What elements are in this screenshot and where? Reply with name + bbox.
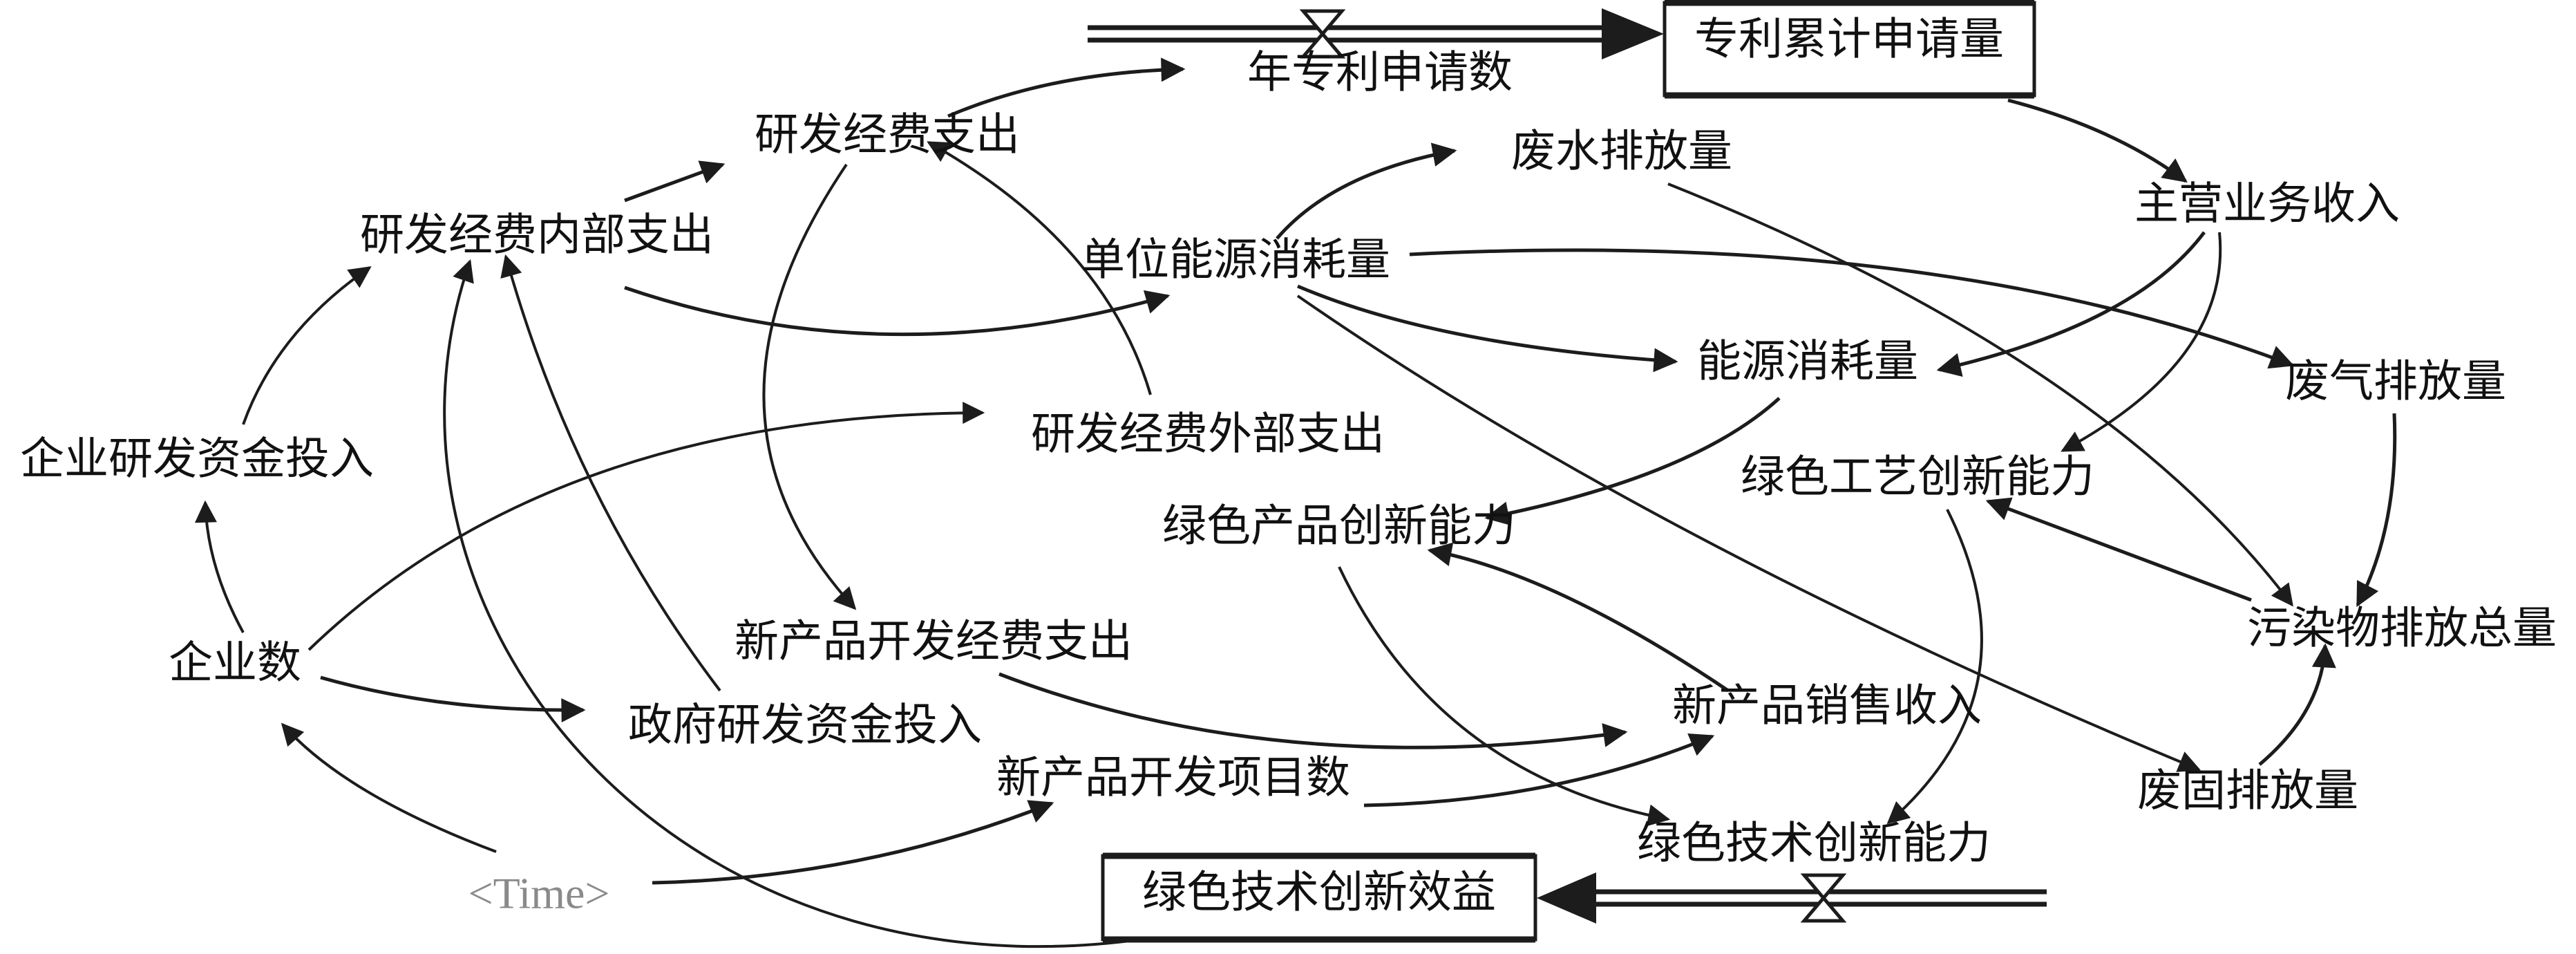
link-main-revenue-to-energy (1936, 231, 2206, 377)
valve-icon (1800, 873, 1847, 923)
stock-box (1663, 1, 2036, 97)
link-rd-internal-to-unit-energy (624, 286, 1171, 337)
flow-benefit-pipe (1537, 872, 2047, 924)
link-np-sales-to-green-product (1427, 542, 1730, 693)
var-firms[interactable]: 企业数 (169, 639, 301, 688)
flow-arrow-icon (1602, 8, 1664, 59)
link-rd-spend-to-np-dev-spend (762, 163, 857, 610)
valve-icon (1299, 9, 1346, 59)
var-np-sales[interactable]: 新产品销售收入 (1672, 682, 1982, 731)
var-solid-waste[interactable]: 废固排放量 (2137, 767, 2358, 816)
var-corp-rd[interactable]: 企业研发资金投入 (20, 435, 374, 484)
link-firms-to-rd-external (307, 402, 985, 651)
stock-green-tech-benefit[interactable]: 绿色技术创新效益 (1101, 852, 1537, 943)
link-benefit-stock-to-rd-internal (443, 259, 1200, 948)
flow-patent-pipe (1088, 8, 1664, 59)
link-rd-spend-to-patent-rate (947, 57, 1186, 118)
link-waste-gas-to-pollution (2356, 413, 2397, 608)
link-unit-energy-to-solid-waste (1296, 294, 2201, 772)
link-green-product-to-green-tech (1338, 566, 1671, 827)
link-gov-rd-to-rd-internal (500, 254, 721, 692)
link-unit-energy-to-energy (1297, 284, 1678, 373)
var-pollution[interactable]: 污染物排放总量 (2247, 604, 2557, 653)
link-unit-energy-to-wastewater (1276, 142, 1457, 240)
var-waste-gas[interactable]: 废气排放量 (2285, 357, 2506, 406)
var-main-revenue[interactable]: 主营业务收入 (2134, 180, 2400, 229)
var-patent-rate[interactable]: 年专利申请数 (1247, 48, 1513, 97)
stock-label: 绿色技术创新效益 (1142, 868, 1496, 917)
causal-links (194, 57, 2397, 948)
shadow-var-time[interactable]: <Time> (468, 869, 610, 918)
link-patent-stock-to-main-revenue (2007, 98, 2188, 183)
var-green-process[interactable]: 绿色工艺创新能力 (1741, 453, 2094, 502)
var-np-projects[interactable]: 新产品开发项目数 (996, 754, 1350, 803)
var-wastewater[interactable]: 废水排放量 (1511, 127, 1732, 176)
link-time-to-firms (281, 722, 497, 853)
var-energy[interactable]: 能源消耗量 (1697, 337, 1918, 386)
link-rd-internal-to-rd-spend (624, 160, 726, 203)
link-rd-external-to-rd-spend (927, 141, 1152, 395)
var-np-dev-spend[interactable]: 新产品开发经费支出 (735, 617, 1133, 666)
var-green-product[interactable]: 绿色产品创新能力 (1162, 502, 1516, 551)
stock-box (1101, 854, 1537, 942)
link-wastewater-to-pollution (1667, 183, 2293, 607)
link-solid-waste-to-pollution (2258, 643, 2336, 766)
link-green-process-to-green-tech (1886, 509, 1983, 825)
var-rd-external[interactable]: 研发经费外部支出 (1031, 410, 1385, 459)
var-rd-internal[interactable]: 研发经费内部支出 (360, 211, 714, 260)
link-unit-energy-to-waste-gas (1409, 248, 2295, 369)
stock-patent-cumulative[interactable]: 专利累计申请量 (1663, 0, 2036, 99)
var-gov-rd[interactable]: 政府研发资金投入 (628, 701, 982, 750)
link-firms-to-corp-rd (194, 500, 245, 633)
var-unit-energy[interactable]: 单位能源消耗量 (1081, 236, 1390, 285)
flow-arrow-icon (1537, 872, 1596, 924)
link-time-to-np-projects (652, 800, 1054, 885)
link-corp-rd-to-rd-internal (242, 266, 372, 425)
link-main-revenue-to-green-process (2061, 232, 2222, 452)
link-np-dev-spend-to-np-sales (998, 672, 1628, 749)
var-rd-spend[interactable]: 研发经费支出 (755, 111, 1020, 160)
link-energy-to-green-product (1484, 397, 1781, 526)
variable-labels: 年专利申请数 研发经费支出 废水排放量 主营业务收入 研发经费内部支出 单位能源… (20, 48, 2557, 918)
stock-label: 专利累计申请量 (1694, 15, 2004, 64)
link-firms-to-gov-rd (320, 675, 586, 722)
link-np-projects-to-np-sales (1363, 733, 1715, 807)
var-green-tech[interactable]: 绿色技术创新能力 (1637, 819, 1991, 868)
link-pollution-to-green-process (1985, 497, 2252, 602)
